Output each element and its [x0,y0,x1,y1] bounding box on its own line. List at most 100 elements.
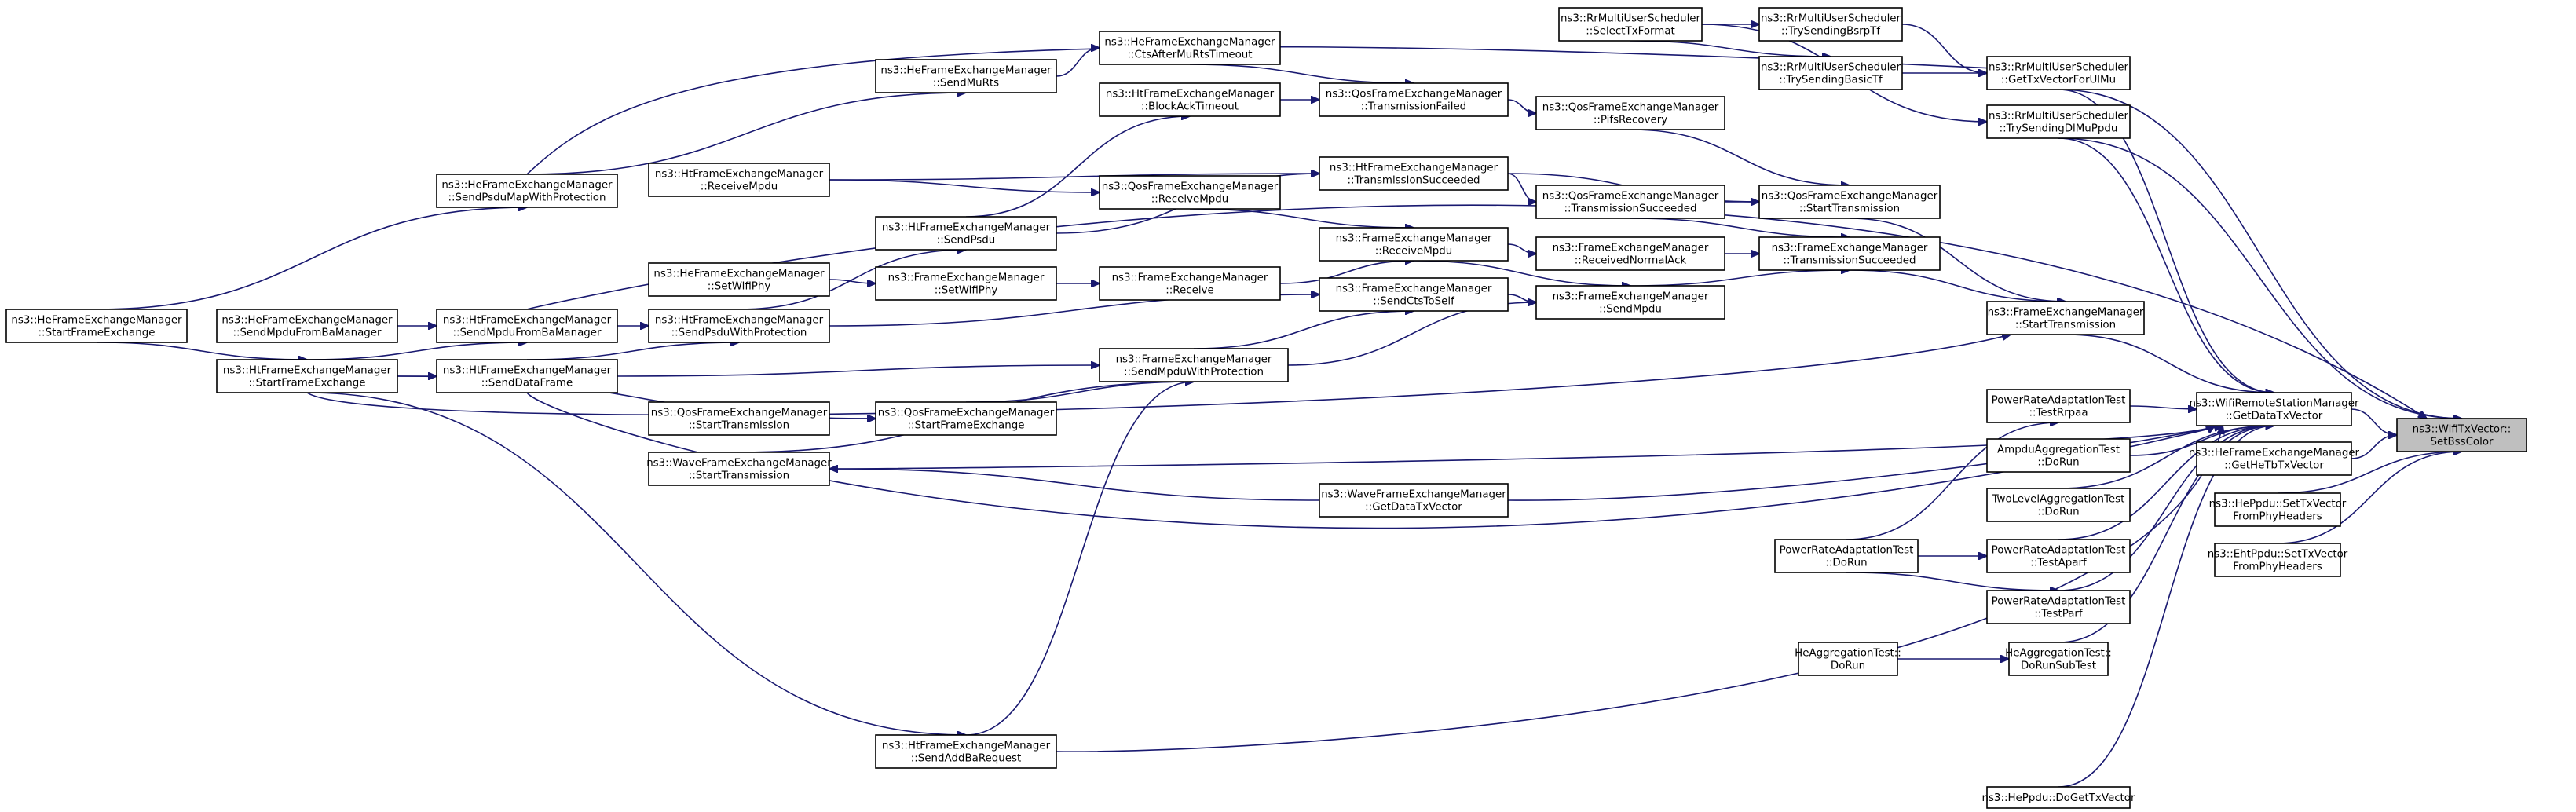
function-node-hefem-gethetb[interactable]: ns3::HeFrameExchangeManager::GetHeTbTxVe… [2189,441,2360,476]
node-label: ::StartFrameExchange [908,420,1025,432]
call-edge-prat_parf-to-wrsm_getdata [2058,426,2274,591]
node-box [1535,285,1725,320]
node-label: ns3::HeFrameExchangeManager [1104,37,1275,49]
function-node-ampdu-dorun[interactable]: AmpduAggregationTest::DoRun [1986,438,2131,473]
function-node-rr-trybsrp[interactable]: ns3::RrMultiUserScheduler::TrySendingBsr… [1758,7,1903,42]
function-node-htfem-startfx[interactable]: ns3::HtFrameExchangeManager::StartFrameE… [216,359,398,393]
node-label: ::SendDataFrame [481,378,573,390]
function-node-hefem-setwifiphy[interactable]: ns3::HeFrameExchangeManager::SetWifiPhy [648,262,830,297]
function-node-qos-starttx2[interactable]: ns3::QosFrameExchangeManager::StartTrans… [648,401,830,436]
call-edge-ehtppdu_settx-to-root [2277,452,2462,544]
node-box [1986,438,2131,473]
function-node-wrsm-getdata[interactable]: ns3::WifiRemoteStationManager::GetDataTx… [2189,392,2359,426]
function-node-qos-pifs[interactable]: ns3::QosFrameExchangeManager::PifsRecove… [1535,96,1725,130]
function-node-fem-txsucc[interactable]: ns3::FrameExchangeManager::TransmissionS… [1758,236,1941,271]
node-label: ns3::WaveFrameExchangeManager [646,458,832,470]
function-node-wave-getdata[interactable]: ns3::WaveFrameExchangeManager::GetDataTx… [1319,483,1509,518]
node-label: PowerRateAdaptationTest [1780,545,1914,557]
node-box [436,174,618,208]
function-node-fem-receive[interactable]: ns3::FrameExchangeManager::Receive [1099,266,1281,301]
call-edge-htfem_recvmpdu-to-qos_recvmpdu [829,179,1100,192]
function-node-prat-dorun[interactable]: PowerRateAdaptationTest::DoRun [1774,539,1919,573]
node-label: ::SendMuRts [933,78,999,90]
call-edge-hefem_setwifiphy-to-fem_setwifiphy [829,279,876,283]
function-node-fem-sendcts[interactable]: ns3::FrameExchangeManager::SendCtsToSelf [1319,277,1509,312]
function-node-htfem-blockack[interactable]: ns3::HtFrameExchangeManager::BlockAckTim… [1099,82,1281,117]
node-box [1099,31,1281,65]
function-node-fem-setwifiphy[interactable]: ns3::FrameExchangeManager::SetWifiPhy [875,266,1057,301]
function-node-fem-sendmpduprot[interactable]: ns3::FrameExchangeManager::SendMpduWithP… [1099,348,1289,382]
node-label: ::TrySendingBsrpTf [1781,26,1880,38]
node-label: ns3::HtFrameExchangeManager [443,315,612,327]
function-node-htfem-senddata[interactable]: ns3::HtFrameExchangeManager::SendDataFra… [436,359,618,393]
function-node-qos-recvmpdu[interactable]: ns3::QosFrameExchangeManager::ReceiveMpd… [1099,175,1281,210]
function-node-heagg-subtest[interactable]: HeAggregationTest::DoRunSubTest [2005,642,2112,676]
node-label: AmpduAggregationTest [1997,444,2120,456]
function-node-hefem-ctsafter[interactable]: ns3::HeFrameExchangeManager::CtsAfterMuR… [1099,31,1281,65]
call-edge-hefem_gethetb-to-root [2351,435,2397,459]
function-node-root[interactable]: ns3::WifiTxVector::SetBssColor [2396,418,2527,452]
function-node-qos-txfailed[interactable]: ns3::QosFrameExchangeManager::Transmissi… [1319,82,1509,117]
function-node-hefem-startfx[interactable]: ns3::HeFrameExchangeManager::StartFrameE… [5,309,188,343]
node-label: ::SendMpdu [1599,304,1662,316]
function-node-fem-starttx[interactable]: ns3::FrameExchangeManager::StartTransmis… [1986,301,2145,335]
function-node-htfem-txsucc[interactable]: ns3::HtFrameExchangeManager::Transmissio… [1319,156,1509,191]
call-edge-htfem_recvmpdu-to-htfem_txsucc [829,174,1319,181]
function-node-htfem-sendpsdu[interactable]: ns3::HtFrameExchangeManager::SendPsdu [875,216,1057,251]
function-node-heagg-dorun[interactable]: HeAggregationTest::DoRun [1795,642,1901,676]
node-label: ::TestParf [2034,609,2083,620]
function-node-rr-select[interactable]: ns3::RrMultiUserScheduler::SelectTxForma… [1558,7,1703,42]
node-label: ns3::HeFrameExchangeManager [11,315,182,327]
node-label: ns3::QosFrameExchangeManager [1326,89,1502,101]
node-label: ::TransmissionSucceeded [1564,203,1697,215]
function-node-fem-sendmpdu[interactable]: ns3::FrameExchangeManager::SendMpdu [1535,285,1725,320]
function-node-rr-gettxul[interactable]: ns3::RrMultiUserScheduler::GetTxVectorFo… [1986,56,2131,90]
node-label: PowerRateAdaptationTest [1992,395,2126,407]
call-edge-wave_starttx-to-wrsm_getdata [829,426,2215,470]
function-node-qos-starttx[interactable]: ns3::QosFrameExchangeManager::StartTrans… [1758,185,1941,219]
node-label: ::SendCtsToSelf [1373,296,1454,308]
function-node-wave-starttx[interactable]: ns3::WaveFrameExchangeManager::StartTran… [646,452,832,486]
function-node-rr-trydl[interactable]: ns3::RrMultiUserScheduler::TrySendingDlM… [1986,104,2131,139]
function-node-htfem-recvmpdu[interactable]: ns3::HtFrameExchangeManager::ReceiveMpdu [648,163,830,197]
node-box [2196,441,2352,476]
node-box [1986,590,2131,624]
call-edge-fem_recvmpdu-to-fem_recvack [1507,243,1536,254]
function-node-fem-recvmpdu[interactable]: ns3::FrameExchangeManager::ReceiveMpdu [1319,227,1509,262]
function-node-fem-recvack[interactable]: ns3::FrameExchangeManager::ReceivedNorma… [1535,236,1725,271]
call-edge-fem_receive-to-fem_recvmpdu [1279,261,1414,284]
node-box [648,452,830,486]
function-node-heppdu-doget[interactable]: ns3::HePpdu::DoGetTxVector [1981,786,2135,809]
function-node-rr-trybasic[interactable]: ns3::RrMultiUserScheduler::TrySendingBas… [1758,56,1903,90]
node-label: ns3::RrMultiUserScheduler [1761,13,1901,25]
function-node-prat-parf[interactable]: PowerRateAdaptationTest::TestParf [1986,590,2131,624]
function-node-htfem-sendaddba[interactable]: ns3::HtFrameExchangeManager::SendAddBaRe… [875,734,1057,769]
function-node-hefem-sendmurts[interactable]: ns3::HeFrameExchangeManager::SendMuRts [875,59,1057,93]
node-label: ::SendMpduFromBaManager [452,327,602,339]
node-label: ns3::QosFrameExchangeManager [651,408,828,419]
node-label: ns3::HeFrameExchangeManager [441,180,613,192]
node-box [1558,7,1703,42]
node-label: ::StartFrameExchange [249,378,366,390]
call-edge-htfem_sendaddba-to-wrsm_getdata [1056,426,2223,752]
call-edge-heagg_subtest-to-wrsm_getdata [2058,426,2274,643]
function-node-qos-startfx[interactable]: ns3::QosFrameExchangeManager::StartFrame… [875,401,1057,436]
node-box [2214,543,2341,577]
function-node-htfem-sendpsduprot[interactable]: ns3::HtFrameExchangeManager::SendPsduWit… [648,309,830,343]
call-edge-htfem_sendpsdu-to-htfem_blockack [965,116,1190,218]
function-node-prat-aparf[interactable]: PowerRateAdaptationTest::TestAparf [1986,539,2131,573]
node-label: ::SendPsduWithProtection [671,327,807,339]
node-label: ns3::QosFrameExchangeManager [1762,191,1938,203]
function-node-htfem-sendmpdufromba[interactable]: ns3::HtFrameExchangeManager::SendMpduFro… [436,309,618,343]
call-edge-prat_rrpaa-to-wrsm_getdata [2129,406,2197,409]
function-node-hefem-sendpsdumap[interactable]: ns3::HeFrameExchangeManager::SendPsduMap… [436,174,618,208]
function-node-twolevel-dorun[interactable]: TwoLevelAggregationTest::DoRun [1986,488,2131,522]
function-node-prat-rrpaa[interactable]: PowerRateAdaptationTest::TestRrpaa [1986,389,2131,423]
node-label: ::DoRun [2037,457,2079,469]
node-label: ::TransmissionSucceeded [1784,255,1916,267]
call-edge-twolevel_dorun-to-wrsm_getdata [2058,426,2274,489]
function-node-qos-txsucc[interactable]: ns3::QosFrameExchangeManager::Transmissi… [1535,185,1725,219]
function-node-hefem-sendmpdufromba[interactable]: ns3::HeFrameExchangeManager::SendMpduFro… [216,309,398,343]
